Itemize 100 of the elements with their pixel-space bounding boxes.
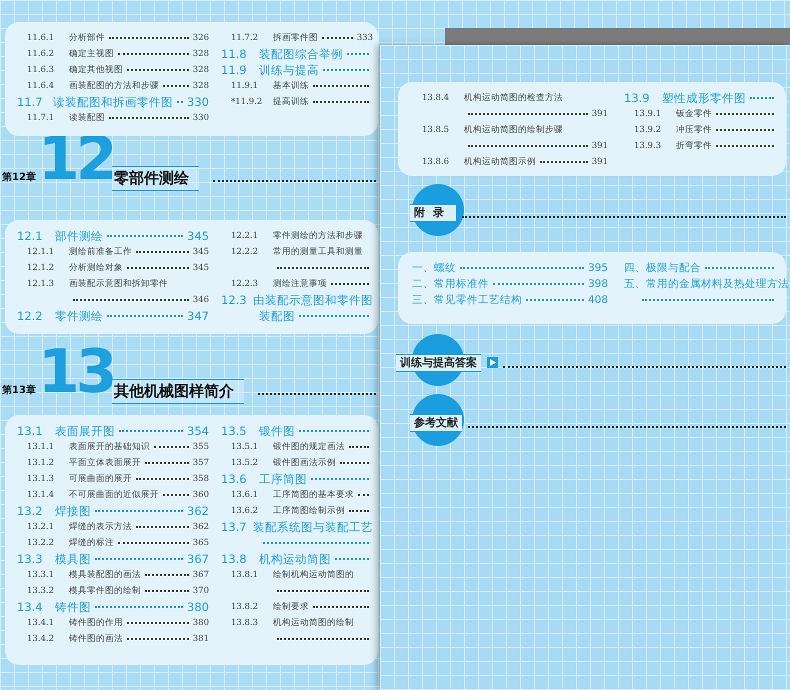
section-number: 13.1.2 xyxy=(27,458,56,468)
badge-title: 参考文献 xyxy=(410,414,462,432)
section-title: 由装配示意图和零件图 xyxy=(253,292,373,308)
section-number: 13.6.2 xyxy=(231,506,260,516)
page-number: 345 xyxy=(192,247,209,257)
section-number: 12.1.1 xyxy=(27,247,56,257)
section-title: 零件测绘的方法和步骤 xyxy=(273,230,363,242)
section-title: 机构运动简图的绘制 xyxy=(273,617,354,629)
page-number: 360 xyxy=(192,490,209,500)
section-number: 13.8.5 xyxy=(422,125,450,135)
section-number: 13.9.3 xyxy=(634,141,662,151)
page-number: 362 xyxy=(192,522,209,532)
section-number: 13.9.1 xyxy=(634,109,662,119)
page-number: 408 xyxy=(588,294,608,306)
section-title: 机构运动简图示例 xyxy=(464,156,536,168)
section-title: 拆画零件图 xyxy=(273,32,318,44)
chapter-title: 零部件测绘 xyxy=(112,166,199,191)
section-number: 13.9 xyxy=(624,91,651,105)
section-title: 工序简图绘制示例 xyxy=(273,505,345,517)
section-number: 13.8.1 xyxy=(231,570,260,580)
page-number: 367 xyxy=(192,570,209,580)
section-title: 基本训练 xyxy=(273,80,309,92)
section-title: 一、螺纹 xyxy=(412,261,456,275)
section-number: 13.5.2 xyxy=(231,458,260,468)
section-title: 表面展开的基础知识 xyxy=(69,441,150,453)
section-title: 确定其他视图 xyxy=(69,64,123,76)
page-number: 328 xyxy=(192,65,209,75)
section-title: 画装配图的方法和步骤 xyxy=(69,80,159,92)
page-number: 370 xyxy=(192,586,209,596)
section-title: 三、常见零件工艺结构 xyxy=(412,293,522,307)
section-title: 读装配图 xyxy=(69,112,105,124)
section-title: 绘制要求 xyxy=(273,601,309,613)
section-title: 模具装配图的画法 xyxy=(69,569,141,581)
section-number: 13.2.2 xyxy=(27,538,56,548)
section-title: 机构运动简图 xyxy=(259,552,331,566)
badge-title: 附录 xyxy=(410,204,456,222)
section-title: 测绘前准备工作 xyxy=(69,246,132,258)
section-title: 四、极限与配合 xyxy=(624,261,701,275)
page-number: 330 xyxy=(187,95,209,109)
section-number: 11.7.1 xyxy=(27,113,56,123)
section-number: 13.3.1 xyxy=(27,570,56,580)
page-number: 345 xyxy=(192,263,209,273)
page-number: 391 xyxy=(592,157,608,167)
contents-panel xyxy=(5,220,378,334)
section-number: 11.6.4 xyxy=(27,81,56,91)
page-number: 330 xyxy=(192,113,209,123)
section-title: 焊接图 xyxy=(55,504,91,518)
section-title: 锻件图 xyxy=(259,424,295,438)
page-number: 395 xyxy=(588,262,608,274)
section-title: 装配图综合举例 xyxy=(259,46,343,62)
section-title: 画装配示意图和拆卸零件 xyxy=(69,278,168,290)
section-number: 13.8.6 xyxy=(422,157,450,167)
section-title: 机构运动简图的检查方法 xyxy=(464,92,563,104)
section-number: 11.8 xyxy=(221,47,248,61)
section-number: 13.4.1 xyxy=(27,618,56,628)
page-number: 328 xyxy=(192,49,209,59)
page-number: 380 xyxy=(192,618,209,628)
chapter-label: 第13章 xyxy=(2,383,36,397)
section-title: 部件测绘 xyxy=(55,228,103,244)
section-number: 13.8 xyxy=(221,552,248,566)
page-number: 333 xyxy=(356,33,373,43)
section-number: 13.7 xyxy=(221,520,248,534)
section-title: 铸件图 xyxy=(55,600,91,614)
section-number: 13.4 xyxy=(17,600,44,614)
section-number: 13.8.3 xyxy=(231,618,260,628)
section-number: 13.1.1 xyxy=(27,442,56,452)
section-title: 分析测绘对象 xyxy=(69,262,123,274)
contents-panel xyxy=(398,82,786,176)
chapter-number: 12 xyxy=(38,124,114,194)
section-title: 铸件图的作用 xyxy=(69,617,123,629)
chapter-number: 13 xyxy=(38,337,114,407)
section-title: 模具零件图的绘制 xyxy=(69,585,141,597)
page-number: 345 xyxy=(187,229,209,243)
page-number: 355 xyxy=(192,442,209,452)
section-title: 装配图 xyxy=(259,308,295,324)
section-title: 零件测绘 xyxy=(55,308,103,324)
page-number: 367 xyxy=(187,552,209,566)
section-title: 读装配图和拆画零件图 xyxy=(53,94,174,110)
section-number: 12.1.2 xyxy=(27,263,56,273)
section-title: 平面立体表面展开 xyxy=(69,457,141,469)
section-title: 不可展曲面的近似展开 xyxy=(69,489,159,501)
section-title: 绘制机构运动简图的 xyxy=(273,569,354,581)
section-title: 分析部件 xyxy=(69,32,105,44)
chapter-label: 第12章 xyxy=(2,170,36,184)
section-number: 12.1 xyxy=(17,229,44,243)
section-number: 12.3 xyxy=(221,293,248,307)
section-number: 13.1 xyxy=(17,424,44,438)
section-title: 焊缝的标注 xyxy=(69,537,114,549)
page-number: 365 xyxy=(192,538,209,548)
section-number: 11.6.1 xyxy=(27,33,56,43)
badge-title: 训练与提高答案 xyxy=(396,354,481,372)
section-title: 冲压零件 xyxy=(676,124,712,136)
section-number: 12.2.3 xyxy=(231,279,260,289)
contents-panel xyxy=(5,415,378,665)
section-number: 13.8.4 xyxy=(422,93,450,103)
page-number: 391 xyxy=(592,141,608,151)
section-title: 锻件图画法示例 xyxy=(273,457,336,469)
section-title: 二、常用标准件 xyxy=(412,277,489,291)
section-number: 11.6.3 xyxy=(27,65,56,75)
section-number: 12.2.2 xyxy=(231,247,260,257)
